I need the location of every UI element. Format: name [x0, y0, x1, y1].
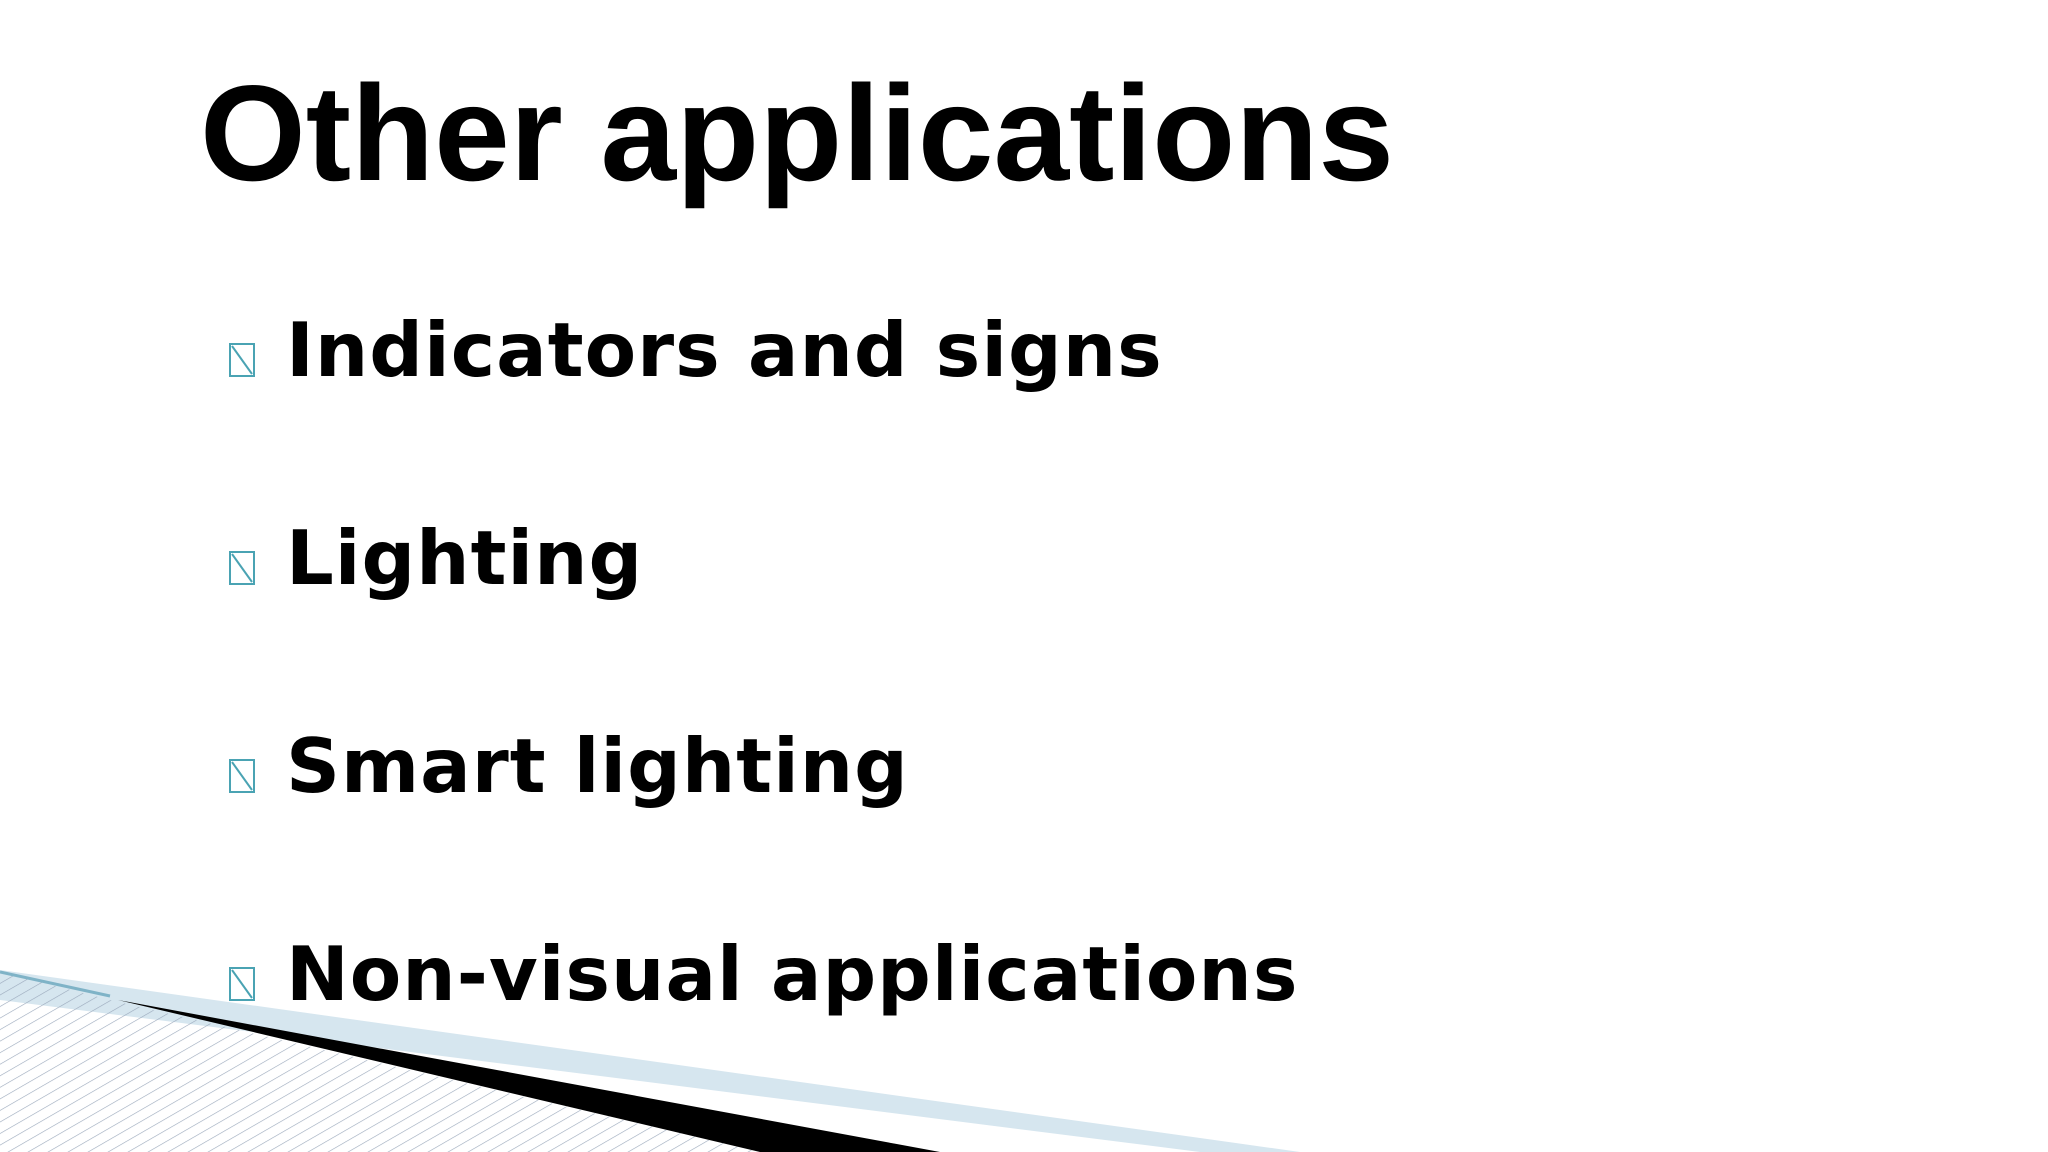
bullet-text: Indicators and signs [286, 306, 1163, 394]
decorative-wedge [0, 970, 1300, 1152]
bullet-text: Smart lighting [286, 722, 909, 810]
wedge-edge [0, 970, 111, 998]
placeholder-glyph-icon [229, 759, 255, 793]
wedge-light-blue [0, 970, 1300, 1152]
wedge-hatched [0, 972, 760, 1152]
slide-title: Other applications [200, 57, 1394, 209]
bullet-text: Non-visual applications [286, 930, 1299, 1018]
bullet-text: Lighting [286, 514, 644, 602]
wedge-dark [118, 1000, 940, 1152]
placeholder-glyph-icon [229, 967, 255, 1001]
placeholder-glyph-icon [229, 343, 255, 377]
placeholder-glyph-icon [229, 551, 255, 585]
